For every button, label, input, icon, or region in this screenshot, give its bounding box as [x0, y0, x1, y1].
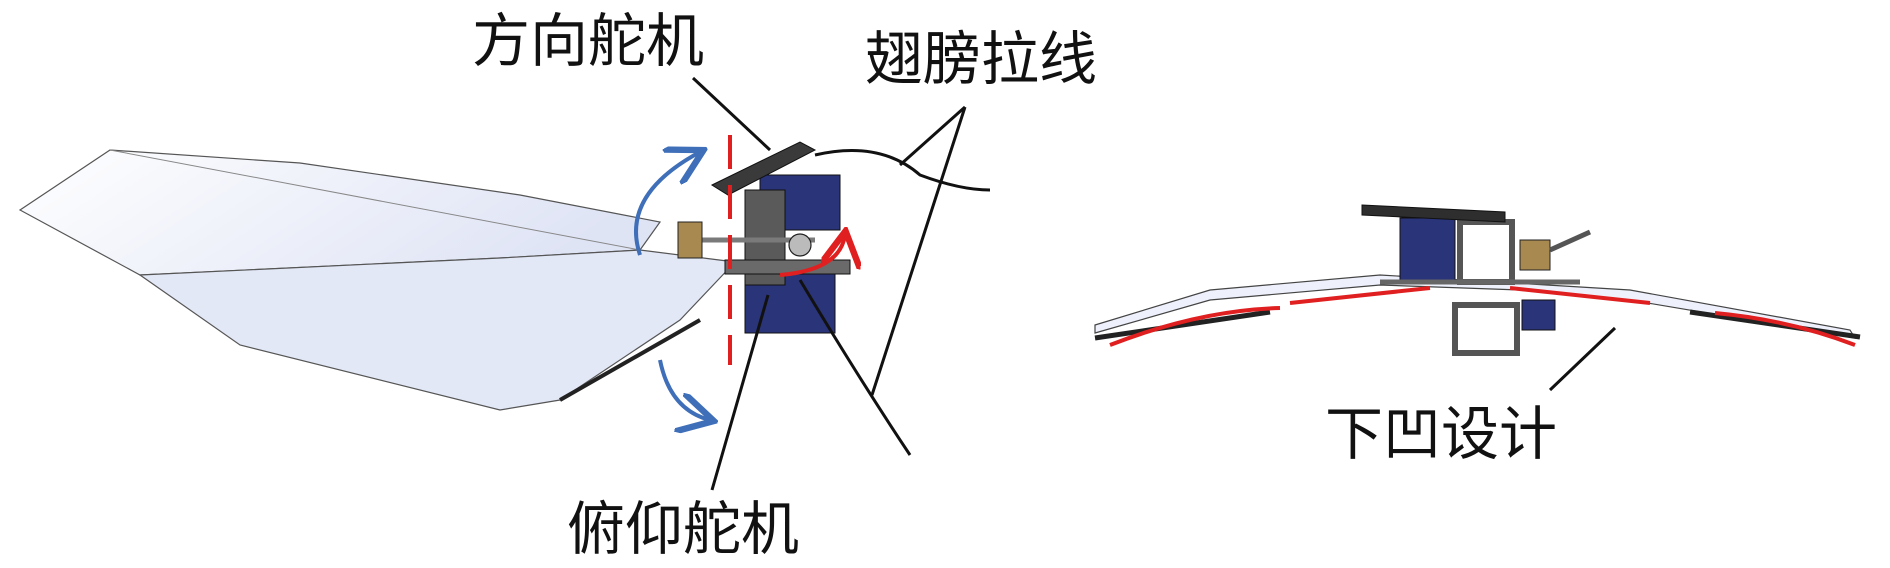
front-lower-frame: [1452, 302, 1520, 356]
front-servo-left: [1399, 217, 1456, 281]
label-rudder-servo: 方向舵机: [472, 7, 705, 75]
front-top-arm: [1361, 204, 1506, 223]
servo-horn: [788, 233, 812, 257]
rotation-arrow-up: [634, 152, 700, 256]
wing-cable-lower: [798, 279, 912, 456]
rudder-rotation-arrow: [779, 235, 845, 277]
wing-lower-panel: [138, 249, 737, 411]
rudder-arm: [710, 141, 817, 196]
label-downward-design: 下凹设计: [1325, 400, 1558, 468]
leader-downward-design: [1548, 326, 1617, 392]
mount-plate: [724, 259, 851, 275]
downward-curve-right: [1714, 311, 1856, 347]
leader-rudder-servo: [691, 76, 772, 152]
front-upright-frame: [1457, 219, 1515, 285]
front-spar-left: [1094, 309, 1271, 341]
wing-cable: [814, 149, 991, 192]
front-rod: [1548, 229, 1592, 253]
front-spar-right: [1689, 309, 1861, 340]
downward-curve-left: [1109, 306, 1281, 347]
downward-line-center-right: [1509, 286, 1651, 305]
downward-line-center-left: [1289, 286, 1431, 305]
front-servo-right: [1521, 299, 1556, 331]
front-view-assembly: [1094, 204, 1861, 356]
rotation-arrow-down: [658, 359, 710, 420]
wing-spar: [559, 318, 701, 402]
leader-wing-cable-2: [870, 106, 967, 396]
left-wing-assembly: [18, 149, 737, 411]
wing-crease: [109, 149, 641, 251]
hinge-bracket: [677, 221, 703, 259]
left-mechanism: [677, 141, 851, 334]
front-hinge: [1519, 239, 1551, 271]
label-pitch-servo: 俯仰舵机: [567, 495, 800, 563]
leader-pitch-servo: [710, 294, 770, 491]
label-wing-cable: 翅膀拉线: [865, 25, 1098, 93]
leader-wing-cable-1: [899, 105, 966, 167]
